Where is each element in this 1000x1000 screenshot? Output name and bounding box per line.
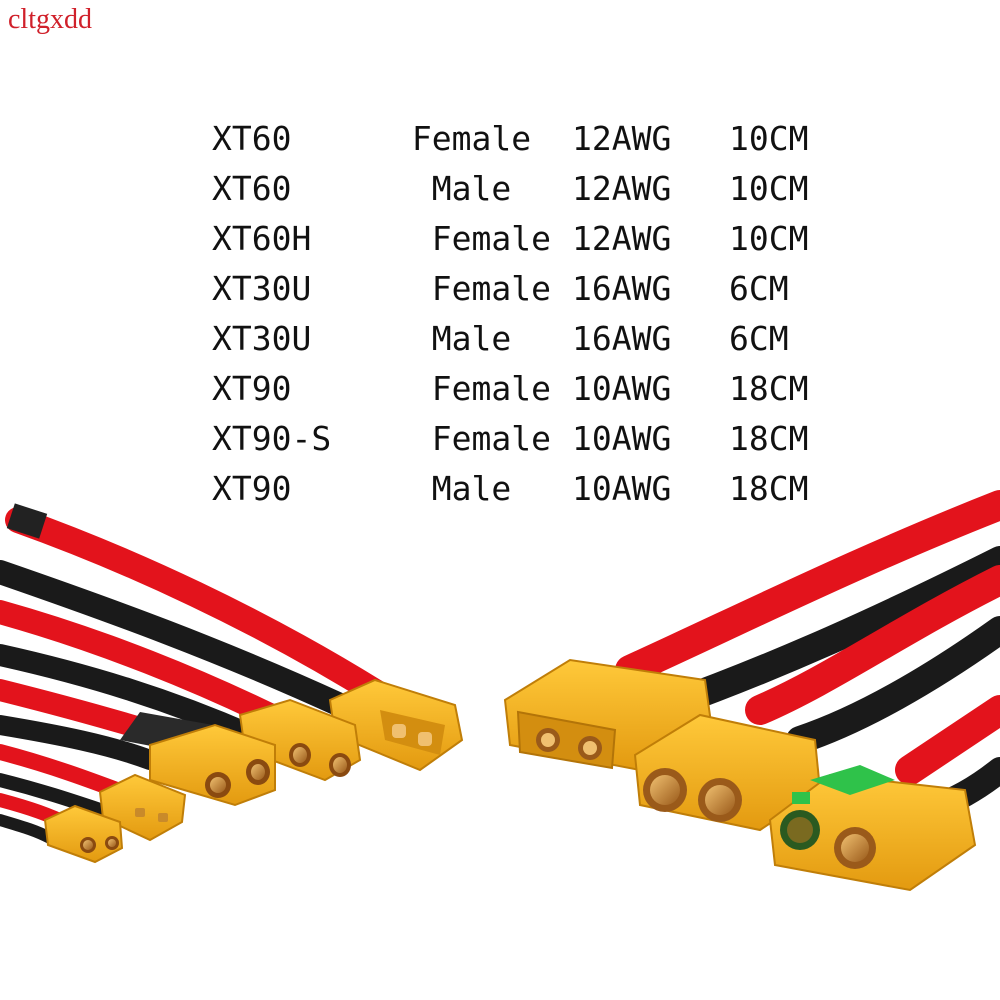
xt90-male-red-wire: [615, 490, 1000, 685]
model-cell: XT60: [212, 169, 292, 208]
gender-cell: Female: [392, 419, 551, 458]
spec-row: XT30U Female 16AWG 6CM: [212, 264, 849, 314]
xt90-male-black-wire: [656, 546, 1000, 719]
length-cell: 10CM: [729, 219, 809, 258]
xt90s-female-connector: [768, 765, 977, 892]
length-cell: 18CM: [729, 469, 809, 508]
length-cell: 6CM: [729, 269, 789, 308]
gender-cell: Female: [392, 119, 532, 158]
antispark-green-tab: [792, 792, 810, 804]
length-cell: 6CM: [729, 319, 789, 358]
awg-cell: 10AWG: [572, 469, 672, 508]
awg-cell: 12AWG: [572, 169, 672, 208]
spec-table: XT60 Female 12AWG 10CM XT60 Male 12AWG 1…: [212, 114, 849, 514]
length-cell: 18CM: [729, 419, 809, 458]
left-wires: [0, 507, 393, 844]
xt60-male-connector: [328, 678, 464, 772]
xt90s-red-wire: [895, 695, 1000, 785]
wire-tip: [6, 503, 48, 539]
model-cell: XT90: [212, 369, 292, 408]
xt90-female-red-wire: [745, 565, 1000, 725]
length-cell: 10CM: [729, 119, 809, 158]
model-cell: XT30U: [212, 269, 312, 308]
spec-row: XT30U Male 16AWG 6CM: [212, 314, 849, 364]
awg-cell: 16AWG: [572, 269, 672, 308]
xt60-female-connector: [238, 698, 362, 782]
gender-cell: Male: [392, 319, 512, 358]
awg-cell: 12AWG: [572, 119, 672, 158]
model-cell: XT90: [212, 469, 292, 508]
gender-cell: Female: [392, 219, 551, 258]
gender-cell: Male: [392, 469, 512, 508]
spec-row: XT90 Male 10AWG 18CM: [212, 464, 849, 514]
spec-row: XT90 Female 10AWG 18CM: [212, 364, 849, 414]
gender-cell: Female: [392, 369, 551, 408]
spec-row: XT90-S Female 10AWG 18CM: [212, 414, 849, 464]
xt60-male-red-wire: [5, 507, 393, 708]
xt90-female-black-wire: [786, 616, 1000, 754]
spec-row: XT60 Female 12AWG 10CM: [212, 114, 849, 164]
xt60-male-black-wire: [0, 560, 352, 717]
awg-cell: 10AWG: [572, 419, 672, 458]
awg-cell: 12AWG: [572, 219, 672, 258]
xt30u-male-connector: [98, 773, 187, 842]
xt60-female-black-wire: [0, 644, 261, 746]
xt30m-black-wire: [0, 814, 56, 844]
xt60h-female-connector: [120, 712, 276, 807]
length-cell: 10CM: [729, 169, 809, 208]
xt60-female-red-wire: [0, 600, 302, 737]
model-cell: XT90-S: [212, 419, 332, 458]
awg-cell: 16AWG: [572, 319, 672, 358]
model-cell: XT30U: [212, 319, 312, 358]
awg-cell: 10AWG: [572, 369, 672, 408]
length-cell: 18CM: [729, 369, 809, 408]
xt30u-female-connector: [43, 804, 124, 864]
xt30-black-wire: [0, 773, 107, 817]
gender-cell: Male: [392, 169, 512, 208]
spec-row: XT60 Male 12AWG 10CM: [212, 164, 849, 214]
model-cell: XT60H: [212, 219, 312, 258]
xt60h-black-wire: [0, 715, 160, 770]
gender-cell: Female: [392, 269, 551, 308]
xt90-female-connector: [633, 713, 822, 832]
spec-row: XT60H Female 12AWG 10CM: [212, 214, 849, 264]
watermark: cltgxdd: [8, 4, 92, 35]
model-cell: XT60: [212, 119, 292, 158]
